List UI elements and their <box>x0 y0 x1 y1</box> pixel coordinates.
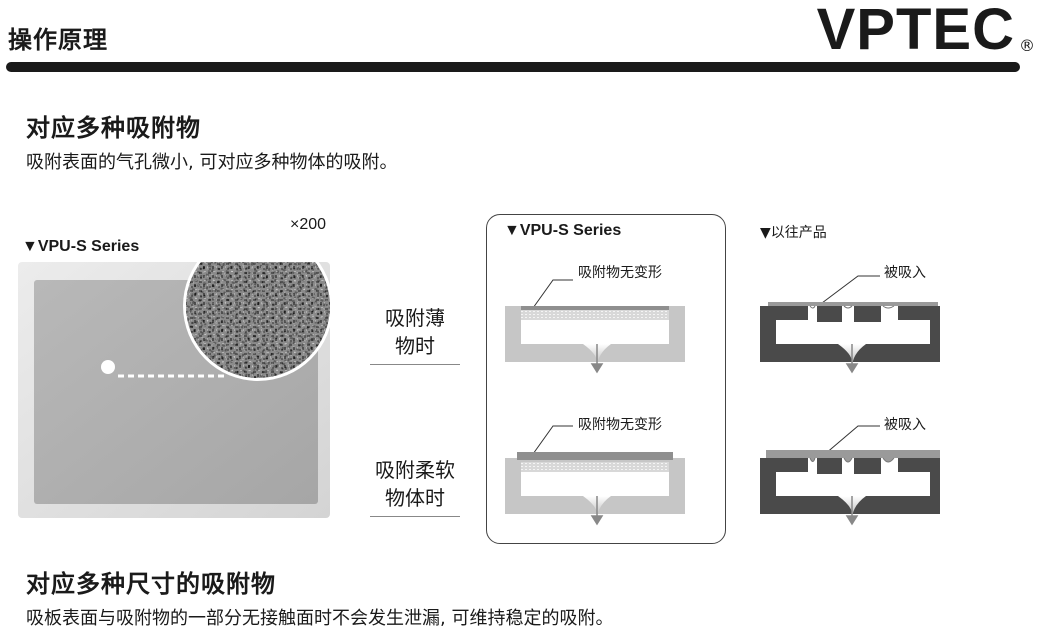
workpiece-soft <box>517 452 673 460</box>
callout-line <box>817 425 880 461</box>
section-heading-sizes: 对应多种尺寸的吸附物 <box>26 570 276 598</box>
legacy-body <box>760 458 940 514</box>
sagging-indicator <box>809 305 895 309</box>
suction-arrow-icon <box>590 344 604 374</box>
section-body-sizes: 吸板表面与吸附物的一部分无接触面时不会发生泄漏, 可维持稳定的吸附。 <box>26 608 614 629</box>
legacy-pad <box>854 306 881 322</box>
section-heading-materials: 对应多种吸附物 <box>26 114 201 142</box>
vpu-series-panel <box>486 214 726 544</box>
legacy-product-label: ▼以往产品 <box>760 225 827 241</box>
legacy-diagram-thin <box>760 275 940 374</box>
registered-mark: ® <box>1019 36 1035 55</box>
page-title: 操作原理 <box>8 26 108 54</box>
porous-layer <box>521 310 669 320</box>
legacy-pad <box>817 306 842 322</box>
photo-series-label: ▼VPU-S Series <box>22 238 140 255</box>
workpiece-plate <box>521 306 669 310</box>
legacy-note-row1: 被吸入 <box>884 265 926 281</box>
row-label-thin: 吸附薄 物时 <box>385 306 445 358</box>
header-divider <box>6 62 1020 72</box>
suction-arrow-icon <box>845 344 859 374</box>
callout-line <box>532 279 573 309</box>
callout-line <box>532 425 573 455</box>
row-label-soft: 吸附柔软 物体时 <box>375 458 455 510</box>
legacy-pad <box>854 458 881 474</box>
suction-arrow-icon <box>590 496 604 526</box>
section-body-materials: 吸附表面的气孔微小, 可对应多种物体的吸附。 <box>26 152 398 173</box>
workpiece-soft <box>766 450 940 458</box>
vpu-diagram-thin <box>505 279 685 374</box>
product-photo <box>18 262 333 518</box>
legacy-note-row2: 被吸入 <box>884 417 926 433</box>
row-divider <box>370 516 460 517</box>
panel-series-label: ▼VPU-S Series <box>504 222 622 239</box>
vpu-note-row2: 吸附物无变形 <box>578 417 662 433</box>
legacy-body <box>760 306 940 362</box>
highlight-dot <box>101 360 115 374</box>
brand-logo: VPTEC <box>816 0 1015 62</box>
callout-line <box>817 275 880 307</box>
workpiece-plate <box>768 302 938 306</box>
vpu-note-row1: 吸附物无变形 <box>578 265 662 281</box>
sagging-indicator <box>809 457 895 463</box>
suction-arrow-icon <box>845 496 859 526</box>
legacy-pad <box>817 458 842 474</box>
porous-layer <box>521 462 669 472</box>
magnification-label: ×200 <box>290 216 327 233</box>
legacy-diagram-soft <box>760 425 940 526</box>
vpu-diagram-soft <box>505 425 685 526</box>
row-divider <box>370 364 460 365</box>
